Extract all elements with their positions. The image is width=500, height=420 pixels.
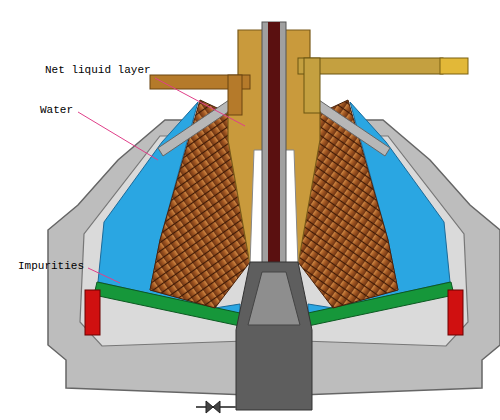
feed-pipe-riser xyxy=(304,58,320,113)
leader-line xyxy=(155,78,245,126)
drain-valve xyxy=(206,401,220,413)
spindle-cone xyxy=(248,272,300,325)
central-shaft xyxy=(268,22,280,272)
callout-label: Impurities xyxy=(18,260,84,273)
leader-line xyxy=(78,112,158,160)
leader-line xyxy=(88,268,120,283)
feed-pipe-end xyxy=(440,58,468,74)
callout-label: Net liquid layer xyxy=(45,64,151,77)
outlet-pipe-riser xyxy=(228,75,242,115)
shaft-sleeve xyxy=(262,22,286,272)
callout-label: Water xyxy=(40,104,73,117)
spindle-base xyxy=(236,262,312,410)
